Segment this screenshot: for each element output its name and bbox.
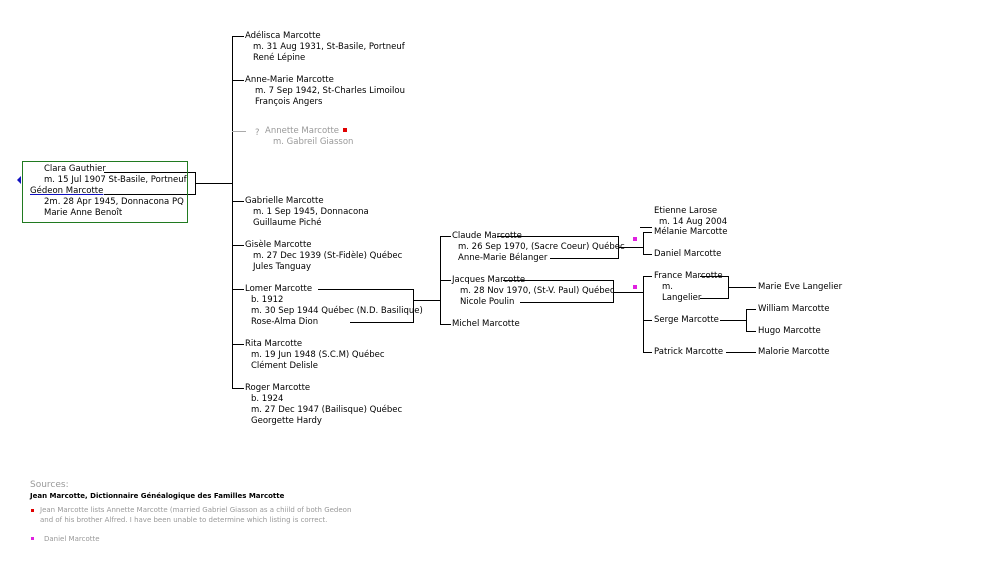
root-marriage1: m. 15 Jul 1907 St-Basile, Portneuf (44, 175, 187, 185)
root-family-box[interactable] (22, 161, 188, 223)
child-birth: b. 1924 (251, 394, 284, 404)
child-name[interactable]: Gisèle Marcotte (245, 240, 312, 250)
source-note-2: Daniel Marcotte (44, 535, 100, 543)
child-name[interactable]: Gabrielle Marcotte (245, 196, 324, 206)
child-name[interactable]: Lomer Marcotte (245, 284, 313, 294)
serge-name[interactable]: Serge Marcotte (654, 315, 719, 325)
child-spouse[interactable]: François Angers (255, 97, 323, 107)
melanie-spouse[interactable]: Etienne Larose (654, 206, 718, 216)
note-marker-magenta-icon[interactable] (633, 237, 637, 241)
patrick-name[interactable]: Patrick Marcotte (654, 347, 724, 357)
child-marriage: m. 19 Jun 1948 (S.C.M) Québec (251, 350, 385, 360)
source-note-1-cont: and of his brother Alfred. I have been u… (40, 516, 328, 524)
note-marker-red-icon (31, 509, 34, 512)
note-marker-magenta-icon[interactable] (633, 285, 637, 289)
child-spouse[interactable]: Guillaume Piché (253, 218, 322, 228)
child-spouse[interactable]: Georgette Hardy (251, 416, 322, 426)
uncertain-prefix: ? (255, 128, 260, 138)
france-child-name[interactable]: Marie Eve Langelier (758, 282, 843, 292)
daniel-name[interactable]: Daniel Marcotte (654, 249, 722, 259)
child-name[interactable]: Adélisca Marcotte (245, 31, 321, 41)
child-name[interactable]: Rita Marcotte (245, 339, 303, 349)
child-marriage: m. 31 Aug 1931, St-Basile, Portneuf (253, 42, 405, 52)
child-spouse[interactable]: René Lépine (253, 53, 306, 63)
child-marriage: m. 27 Dec 1947 (Bailisque) Québec (251, 405, 403, 415)
child-marriage: m. 27 Dec 1939 (St-Fidèle) Québec (253, 251, 403, 261)
nav-left-arrow-icon[interactable] (17, 176, 21, 184)
child-spouse[interactable]: Clément Delisle (251, 361, 318, 371)
melanie-marriage: m. 14 Aug 2004 (659, 217, 728, 227)
grandchild-name[interactable]: Claude Marcotte (452, 231, 522, 241)
child-spouse[interactable]: Rose-Alma Dion (251, 317, 319, 327)
serge-child-name[interactable]: William Marcotte (758, 304, 830, 314)
child-marriage: m. 1 Sep 1945, Donnacona (253, 207, 369, 217)
child-birth: b. 1912 (251, 295, 284, 305)
child-spouse[interactable]: Jules Tanguay (253, 262, 312, 272)
grandchild-name[interactable]: Michel Marcotte (452, 319, 520, 329)
france-marriage: m. (662, 282, 673, 292)
melanie-name[interactable]: Mélanie Marcotte (654, 227, 728, 237)
child-name[interactable]: Annette Marcotte (265, 126, 340, 136)
france-name[interactable]: France Marcotte (654, 271, 723, 281)
root-marriage2: 2m. 28 Apr 1945, Donnacona PQ (44, 197, 184, 207)
grandchild-marriage: m. 28 Nov 1970, (St-V. Paul) Québec (460, 286, 615, 296)
grandchild-name[interactable]: Jacques Marcotte (452, 275, 526, 285)
child-marriage: m. 30 Sep 1944 Québec (N.D. Basilique) (251, 306, 423, 316)
source-note-1: Jean Marcotte lists Annette Marcotte (ma… (40, 506, 352, 514)
root-spouse2[interactable]: Marie Anne Benoît (44, 208, 123, 218)
root-person[interactable]: Gédeon Marcotte (30, 186, 104, 196)
child-name[interactable]: Anne-Marie Marcotte (245, 75, 334, 85)
sources-title: Sources: (30, 480, 69, 490)
child-marriage: m. 7 Sep 1942, St-Charles Limoilou (255, 86, 405, 96)
note-marker-red-icon[interactable] (343, 128, 347, 132)
note-marker-magenta-icon (31, 537, 34, 540)
child-marriage: m. Gabreil Giasson (273, 137, 354, 147)
root-spouse1[interactable]: Clara Gauthier (44, 164, 106, 174)
patrick-child-name[interactable]: Malorie Marcotte (758, 347, 830, 357)
sources-main: Jean Marcotte, Dictionnaire Généalogique… (30, 492, 285, 500)
grandchild-spouse[interactable]: Nicole Poulin (460, 297, 515, 307)
france-spouse[interactable]: Langelier (662, 293, 702, 303)
grandchild-marriage: m. 26 Sep 1970, (Sacre Coeur) Québec (458, 242, 625, 252)
serge-child-name[interactable]: Hugo Marcotte (758, 326, 821, 336)
child-name[interactable]: Roger Marcotte (245, 383, 311, 393)
grandchild-spouse[interactable]: Anne-Marie Bélanger (458, 253, 548, 263)
